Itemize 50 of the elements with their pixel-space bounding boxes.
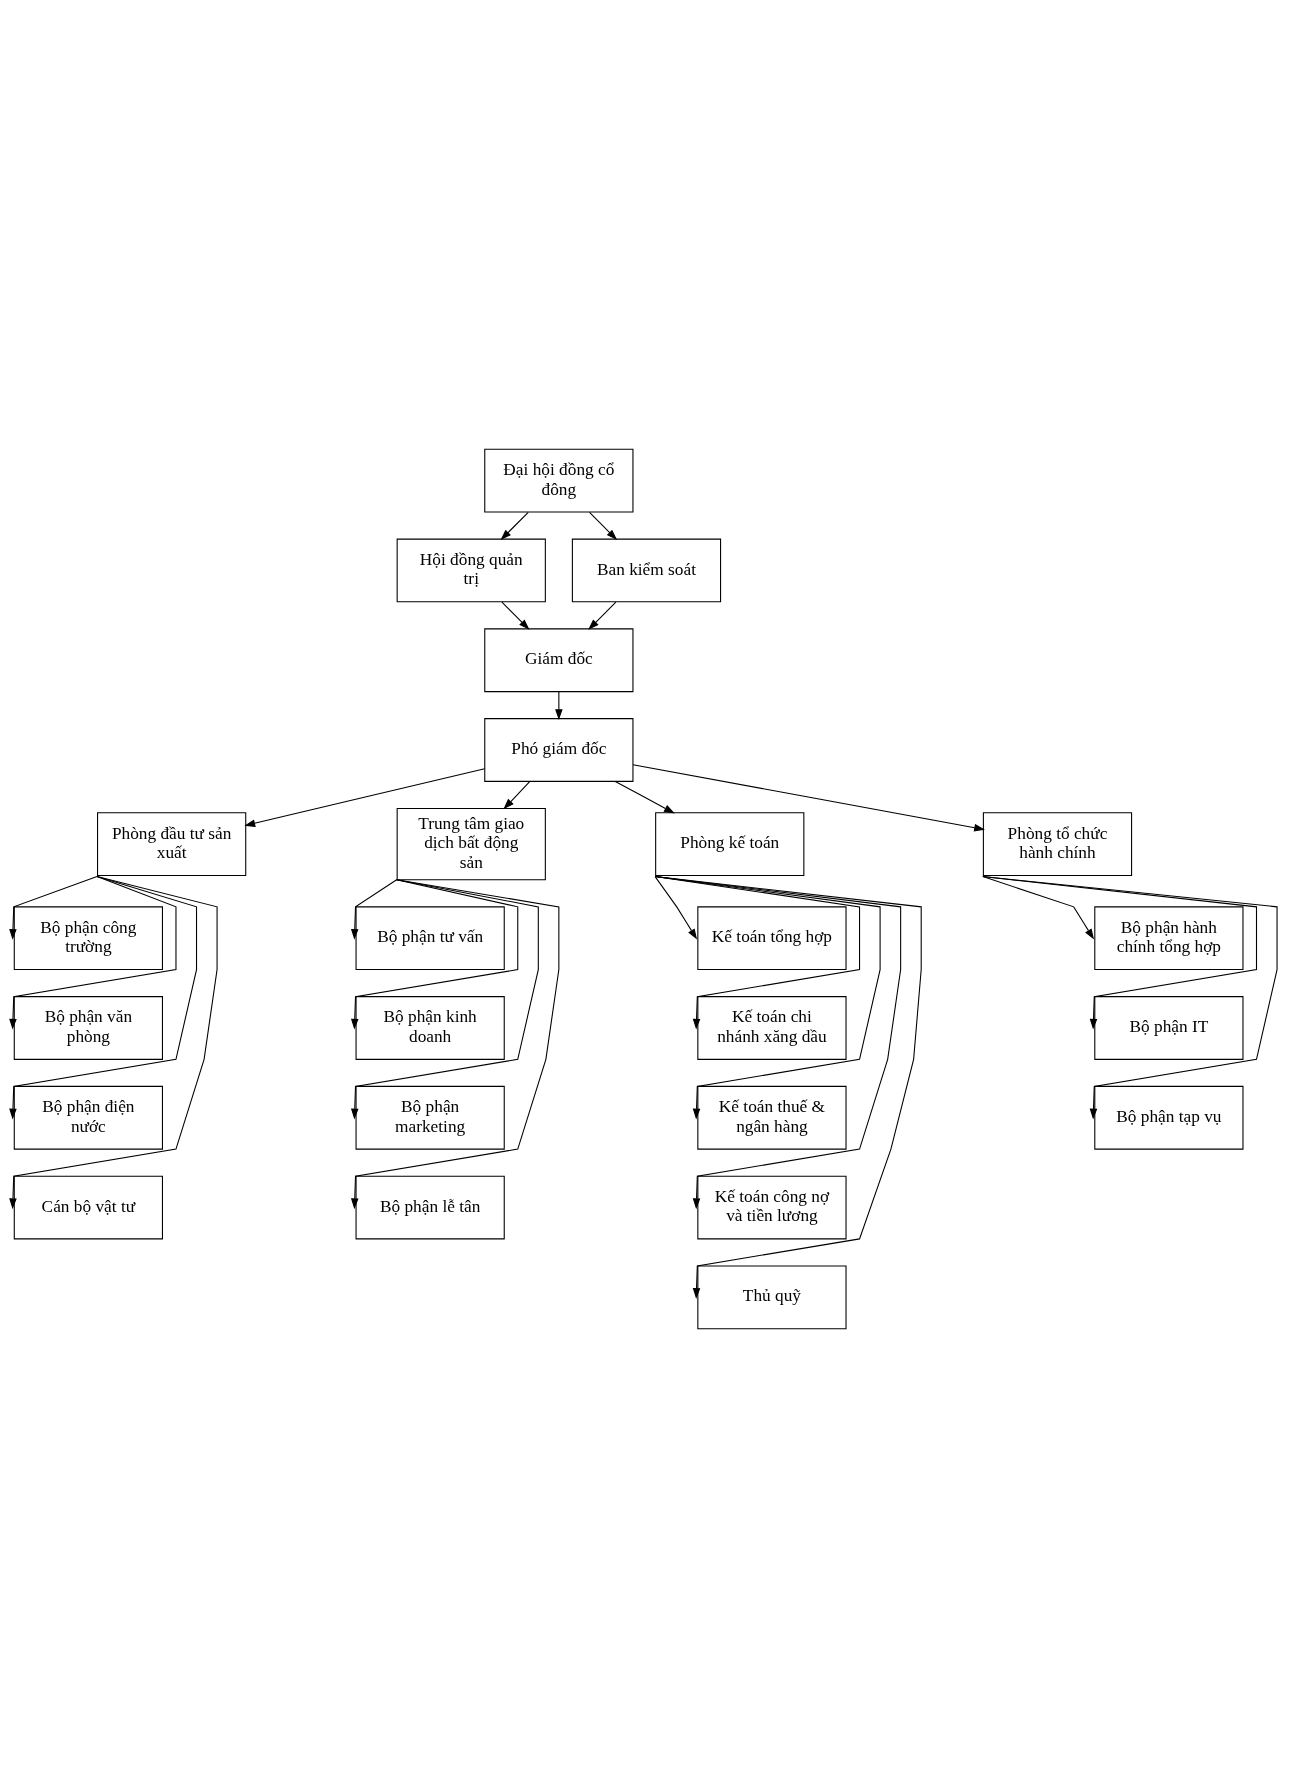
node-box: Phòng kế toán — [655, 812, 805, 876]
arrow — [654, 876, 922, 1299]
arrow — [501, 601, 530, 630]
arrow — [500, 511, 529, 541]
node-box: Bộ phận tạp vụ — [1094, 1085, 1244, 1150]
node-box: Bộ phận điện nước — [13, 1085, 163, 1150]
node-box: Bộ phận hành chính tổng hợp — [1094, 906, 1244, 971]
node-box: Bộ phận marketing — [355, 1085, 505, 1150]
node-box: Phó giám đốc — [484, 718, 634, 782]
node-box: Bộ phận tư vấn — [355, 906, 505, 971]
arrow — [350, 879, 560, 1210]
arrow — [9, 876, 198, 1120]
arrow — [350, 879, 398, 940]
arrow — [9, 876, 98, 940]
arrow — [654, 876, 861, 1030]
arrow — [654, 876, 698, 940]
node-box: Bộ phận văn phòng — [13, 996, 163, 1060]
arrow — [654, 876, 902, 1210]
node-box: Bộ phận IT — [1094, 996, 1244, 1060]
arrow — [588, 601, 617, 630]
arrow — [350, 879, 519, 1030]
node-box: Phòng tổ chức hành chính — [982, 812, 1133, 876]
arrow — [350, 879, 539, 1120]
node-box: Bộ phận kinh doanh — [355, 996, 505, 1060]
node-box: Cán bộ vật tư — [13, 1175, 163, 1240]
node-box: Trung tâm giao dịch bất động sản — [396, 807, 546, 881]
arrow — [503, 781, 531, 810]
arrow — [588, 511, 618, 541]
node-box: Kế toán tổng hợp — [697, 906, 847, 971]
node-box: Hội đồng quản trị — [396, 538, 546, 603]
arrow — [555, 691, 563, 721]
arrow — [9, 876, 218, 1210]
arrow — [982, 876, 1278, 1120]
node-box: Kế toán thuế & ngân hàng — [697, 1085, 847, 1150]
node-box: Bộ phận lễ tân — [355, 1175, 505, 1240]
node-box: Đại hội đồng cổ đông — [484, 448, 634, 513]
arrow — [982, 876, 1258, 1030]
arrow — [982, 876, 1095, 940]
arrow — [9, 876, 177, 1030]
arrow — [244, 768, 486, 827]
arrow — [632, 764, 985, 832]
node-box: Kế toán chi nhánh xăng dầu — [697, 996, 847, 1060]
node-box: Ban kiểm soát — [571, 538, 722, 603]
arrow — [654, 876, 881, 1120]
node-box: Thủ quỹ — [697, 1265, 847, 1330]
arrow — [614, 780, 675, 814]
node-box: Bộ phận công trường — [13, 906, 163, 971]
node-box: Giám đốc — [484, 628, 634, 693]
node-box: Kế toán công nợ và tiền lương — [697, 1175, 847, 1240]
node-box: Phòng đầu tư sản xuất — [97, 812, 247, 876]
